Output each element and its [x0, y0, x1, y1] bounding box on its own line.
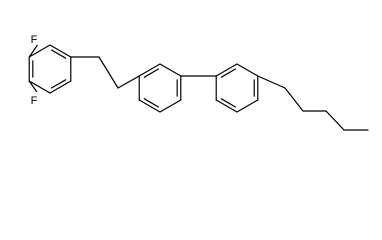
ring-difluorophenyl-bond-3	[28, 80, 51, 94]
bonds-group	[28, 44, 369, 131]
ring-biphenyl-1-bond-5	[138, 63, 161, 77]
atom-label-background-f-top	[29, 31, 40, 45]
ring-biphenyl-2-double-bond-3	[220, 98, 237, 108]
labels-group: F F	[29, 31, 40, 107]
ring-biphenyl-1-bond-0	[159, 63, 182, 77]
ring-difluorophenyl-bond-5	[28, 44, 51, 58]
atom-label-background-f-bottom	[29, 92, 40, 106]
ring-difluorophenyl-double-bond-0	[50, 49, 67, 59]
ring-biphenyl-1-bond-3	[138, 99, 161, 113]
ring-biphenyl-2-bond-3	[215, 99, 238, 113]
pentyl-bond-4	[325, 110, 345, 131]
ethylene-bond-2	[98, 56, 119, 89]
structure-canvas: F F	[28, 31, 369, 131]
ring-biphenyl-1-double-bond-5	[143, 68, 160, 78]
atom-label-f-top: F	[31, 34, 38, 46]
c-f-bond-bottom	[28, 80, 39, 94]
ring-biphenyl-1-bond-2	[159, 99, 182, 113]
ring-difluorophenyl-double-bond-2	[50, 79, 67, 89]
ring-difluorophenyl-bond-2	[49, 80, 72, 94]
atom-label-f-bottom: F	[31, 95, 38, 107]
ring-biphenyl-2-bond-5	[215, 63, 238, 77]
ring-biphenyl-2-double-bond-5	[220, 68, 237, 78]
ring-biphenyl-1-double-bond-3	[143, 98, 160, 108]
ring-biphenyl-2-bond-0	[236, 63, 259, 77]
pentyl-bond-1	[257, 75, 286, 89]
c-f-bond-top	[28, 44, 39, 58]
molecule-structure: F F	[28, 31, 369, 131]
ring-biphenyl-2-bond-2	[236, 99, 259, 113]
pentyl-bond-2	[284, 87, 304, 112]
ethylene-bond-3	[117, 75, 140, 89]
ring-difluorophenyl-bond-0	[49, 44, 72, 58]
